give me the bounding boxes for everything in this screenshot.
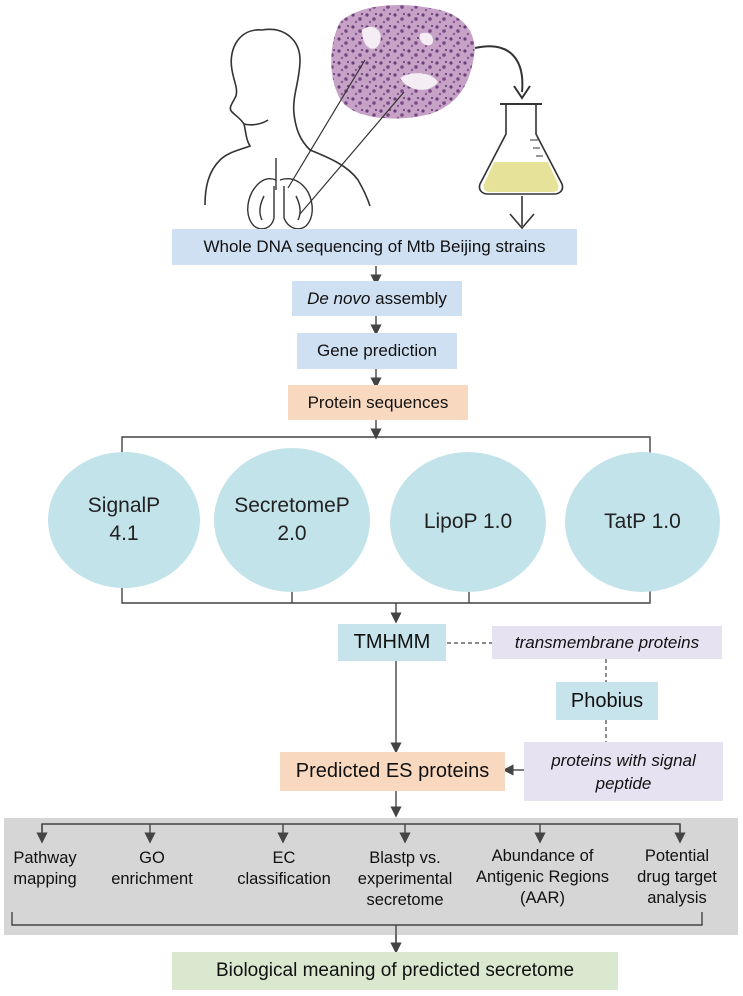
analysis-line: mapping xyxy=(13,870,77,888)
tool-lipop: LipoP 1.0 xyxy=(390,452,546,592)
phobius-box: Phobius xyxy=(556,682,658,720)
predicted-es-box: Predicted ES proteins xyxy=(280,752,505,791)
curved-arrow-icon xyxy=(474,45,524,93)
analysis-drug-target: Potential drug target analysis xyxy=(622,846,732,909)
tool-name: TatP 1.0 xyxy=(604,510,681,533)
signal-peptide-line2: peptide xyxy=(595,773,652,793)
tool-secretomep: SecretomeP 2.0 xyxy=(214,448,370,592)
signal-peptide-box: proteins with signal peptide xyxy=(524,742,723,801)
flask-icon xyxy=(478,103,564,195)
tool-name: SignalP xyxy=(87,494,161,517)
denovo-label: De novo assembly xyxy=(307,289,447,309)
analysis-line: Antigenic Regions xyxy=(476,868,609,886)
analysis-panel xyxy=(4,818,738,935)
analysis-line: secretome xyxy=(366,891,444,909)
denovo-italic: De novo xyxy=(307,288,371,308)
protein-sequences-box: Protein sequences xyxy=(288,385,468,420)
analysis-line: enrichment xyxy=(111,870,193,888)
analysis-line: experimental xyxy=(357,870,453,888)
signal-peptide-line1: proteins with signal xyxy=(551,750,696,770)
biological-meaning-label: Biological meaning of predicted secretom… xyxy=(215,960,575,981)
analysis-line: EC xyxy=(272,849,296,867)
analysis-line: classification xyxy=(237,870,331,888)
analysis-line: GO xyxy=(139,849,165,867)
analysis-line: Potential xyxy=(644,847,710,865)
tissue-micrograph-image xyxy=(331,4,475,119)
tool-name: SecretomeP xyxy=(234,494,350,517)
transmembrane-box: transmembrane proteins xyxy=(492,626,722,659)
tool-signalp: SignalP 4.1 xyxy=(48,452,200,588)
protein-sequences-label: Protein sequences xyxy=(307,392,449,412)
analysis-pathway: Pathway mapping xyxy=(0,848,90,890)
analysis-go: GO enrichment xyxy=(96,848,208,890)
gene-prediction-label: Gene prediction xyxy=(316,341,438,360)
analysis-line: Abundance of xyxy=(491,847,594,865)
gene-prediction-box: Gene prediction xyxy=(297,333,457,369)
tmhmm-box: TMHMM xyxy=(338,624,446,661)
tool-version: 4.1 xyxy=(109,522,139,545)
analysis-aar: Abundance of Antigenic Regions (AAR) xyxy=(470,846,615,909)
tool-name: LipoP 1.0 xyxy=(423,510,513,533)
illustration xyxy=(204,4,564,230)
analysis-line: drug target xyxy=(637,868,717,886)
human-body-icon xyxy=(204,28,371,207)
biological-meaning-box: Biological meaning of predicted secretom… xyxy=(172,952,618,990)
wgs-box: Whole DNA sequencing of Mtb Beijing stra… xyxy=(172,229,577,265)
lungs-icon xyxy=(247,158,313,230)
tmhmm-label: TMHMM xyxy=(353,631,431,653)
denovo-rest: assembly xyxy=(370,288,447,308)
predicted-es-label: Predicted ES proteins xyxy=(295,760,490,782)
transmembrane-label: transmembrane proteins xyxy=(514,632,700,652)
analysis-line: Blastp vs. xyxy=(369,849,441,867)
analysis-blastp: Blastp vs. experimental secretome xyxy=(346,848,464,911)
analysis-line: Pathway xyxy=(13,849,77,867)
denovo-box: De novo assembly xyxy=(292,281,462,316)
wgs-label: Whole DNA sequencing of Mtb Beijing stra… xyxy=(203,237,546,256)
tool-tatp: TatP 1.0 xyxy=(565,452,720,592)
analysis-line: (AAR) xyxy=(520,889,565,907)
analysis-line: analysis xyxy=(647,889,707,907)
tool-version: 2.0 xyxy=(277,522,307,545)
analysis-ec: EC classification xyxy=(228,848,340,890)
phobius-label: Phobius xyxy=(570,689,644,712)
